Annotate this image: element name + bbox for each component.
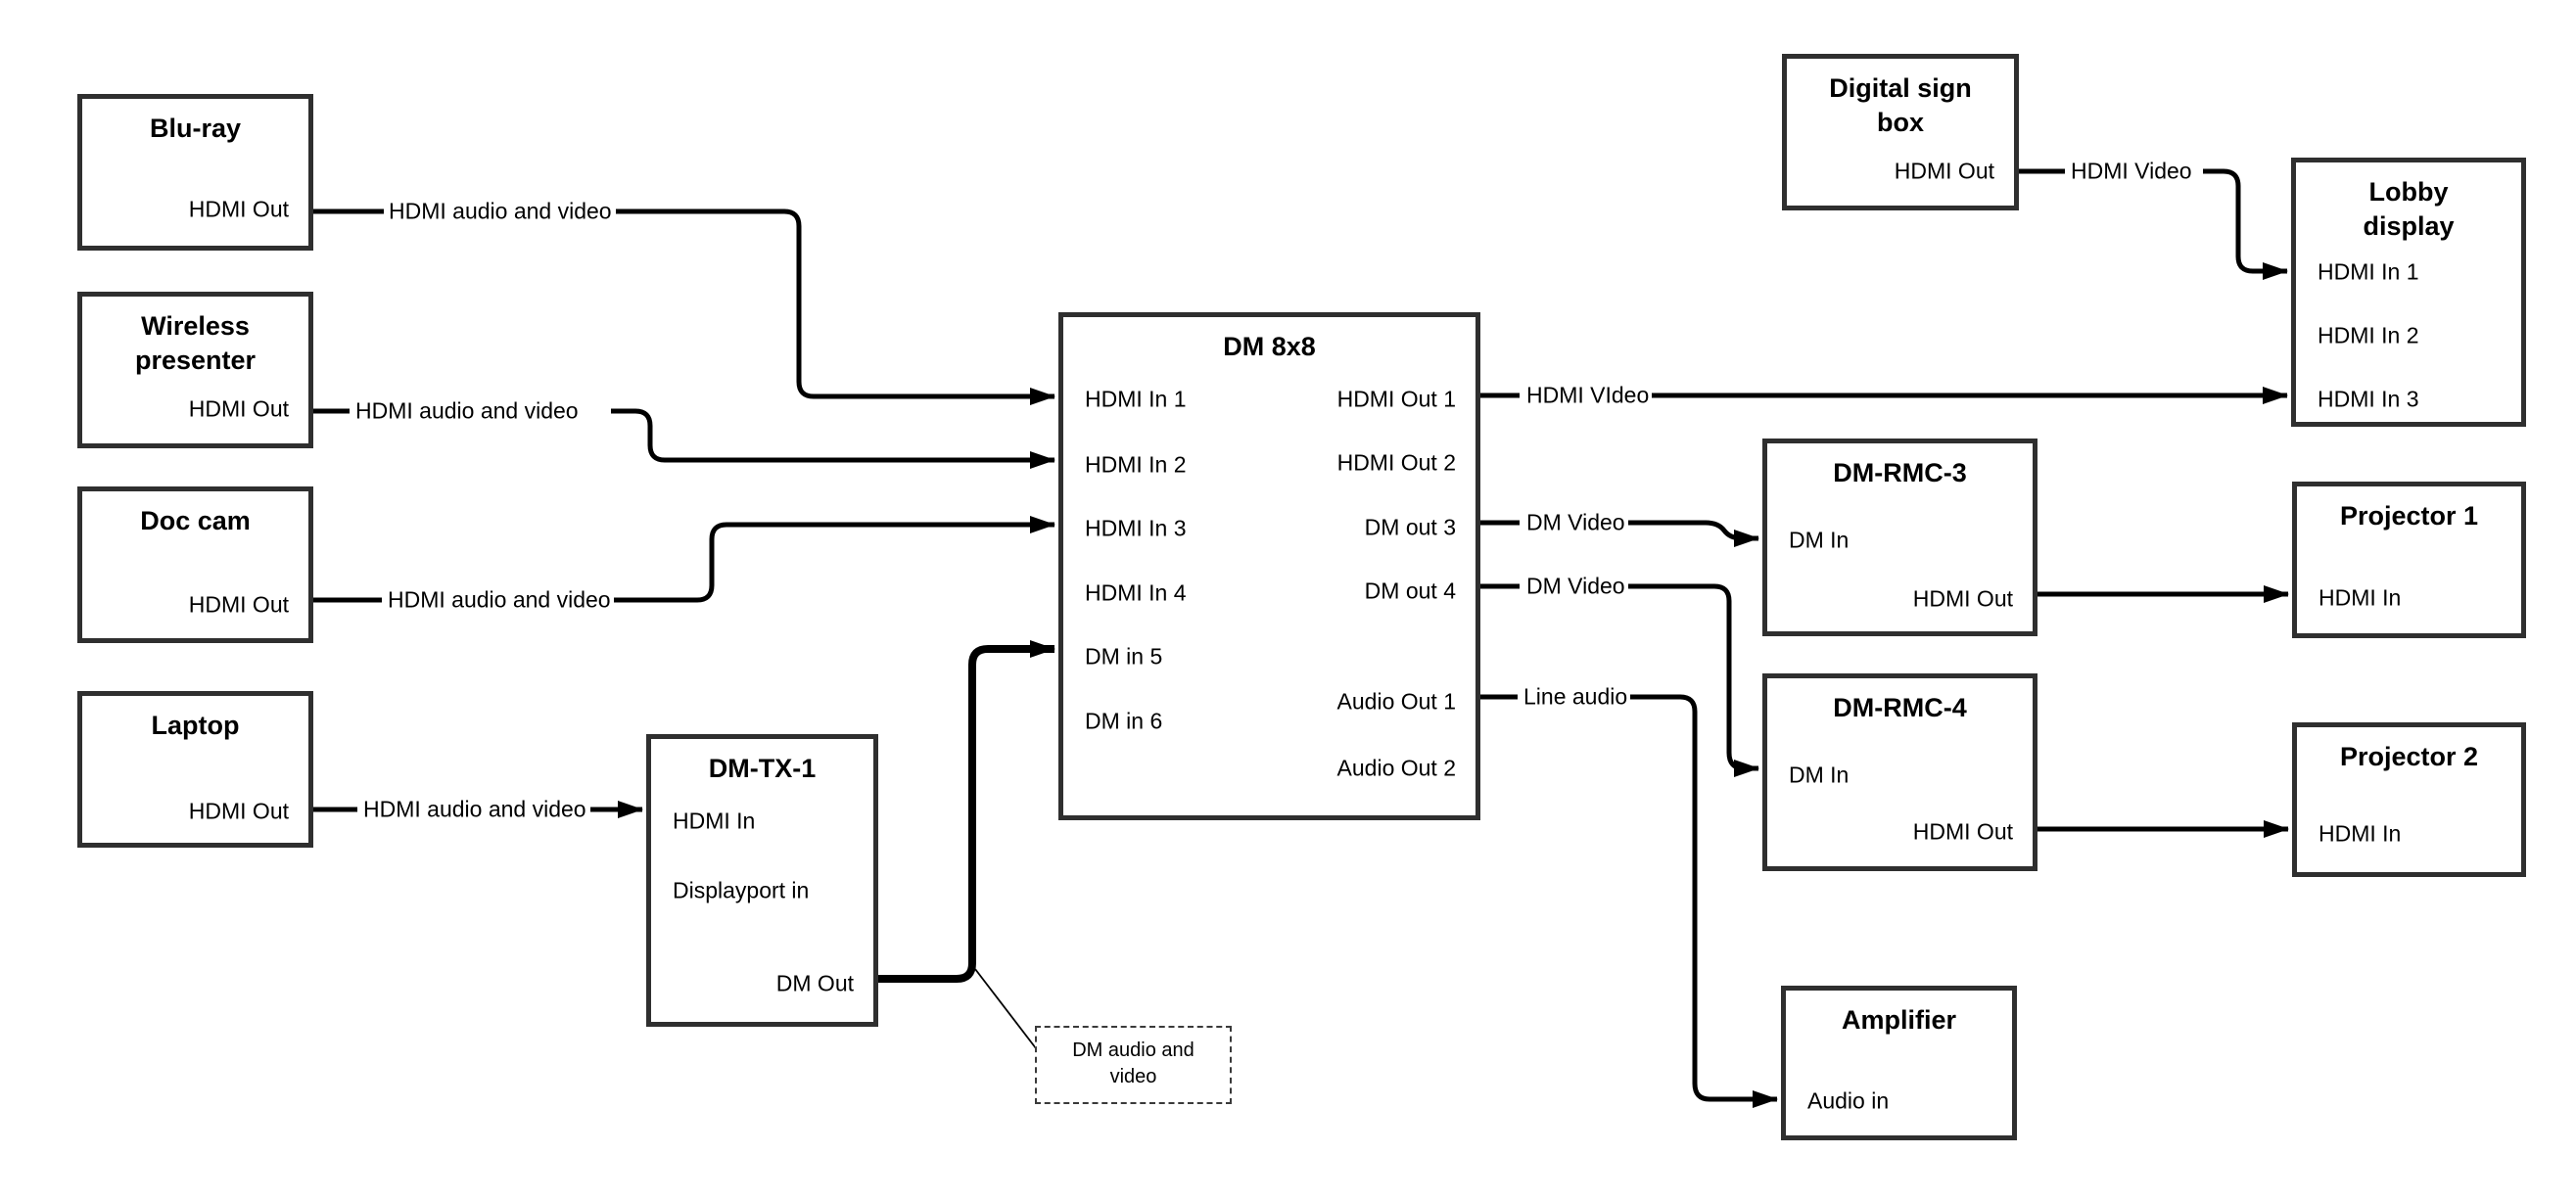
wire-dm8x8-to-dmrmc3 — [1625, 520, 1759, 547]
port-dm-in-6: DM in 6 — [1085, 708, 1163, 734]
wire-dm8x8-to-amplifier — [1624, 694, 1778, 1108]
wire-label-dm-video-out4: DM Video — [1523, 575, 1628, 598]
wire-digitalsign-to-lobby-in1 — [2203, 168, 2288, 280]
port-audio-out-1: Audio Out 1 — [1336, 688, 1456, 715]
port-dm-in: DM In — [1789, 527, 1850, 553]
port-dm-out-4: DM out 4 — [1364, 577, 1456, 604]
port-hdmi-in-2: HDMI In 2 — [2318, 322, 2419, 348]
port-hdmi-in-1: HDMI In 1 — [2318, 258, 2419, 285]
port-hdmi-in: HDMI In — [2318, 820, 2402, 847]
port-hdmi-out: HDMI Out — [1912, 818, 2013, 845]
node-title: Projector 1 — [2339, 501, 2479, 531]
annotation-dm-audio-video: DM audio and video — [1035, 1026, 1232, 1104]
node-dm-8x8: DM 8x8 HDMI In 1 HDMI In 2 HDMI In 3 HDM… — [1058, 312, 1480, 820]
node-title: DM-RMC-3 — [1833, 458, 1967, 487]
wire-label-hdmi-av-doccam: HDMI audio and video — [385, 588, 614, 612]
port-audio-out-2: Audio Out 2 — [1336, 755, 1456, 781]
port-audio-in: Audio in — [1807, 1087, 1890, 1114]
node-lobby-display: Lobby display HDMI In 1 HDMI In 2 HDMI I… — [2291, 158, 2526, 427]
port-displayport-in: Displayport in — [673, 877, 810, 903]
wire-dmtx1-to-dm8x8-in5 — [878, 640, 1055, 983]
port-dm-out-3: DM out 3 — [1364, 514, 1456, 540]
port-hdmi-out-2: HDMI Out 2 — [1336, 449, 1456, 476]
port-hdmi-out: HDMI Out — [1894, 158, 1994, 184]
port-hdmi-in-4: HDMI In 4 — [1085, 579, 1187, 606]
port-hdmi-out: HDMI Out — [188, 591, 289, 618]
node-title: DM-RMC-4 — [1833, 693, 1967, 722]
node-dm-rmc-4: DM-RMC-4 DM In HDMI Out — [1762, 673, 2037, 871]
wire-label-hdmi-video: HDMI Video — [2068, 160, 2195, 183]
wire-label-dm-video-out3: DM Video — [1523, 511, 1628, 534]
port-hdmi-in: HDMI In — [2318, 584, 2402, 611]
node-projector-2: Projector 2 HDMI In — [2292, 722, 2526, 877]
port-hdmi-out: HDMI Out — [188, 196, 289, 222]
node-title: Wireless presenter — [134, 311, 257, 375]
node-bluray: Blu-ray HDMI Out — [77, 94, 313, 251]
node-title: Laptop — [151, 711, 240, 740]
node-dm-tx-1: DM-TX-1 HDMI In Displayport in DM Out — [646, 734, 878, 1027]
wire-label-hdmi-av-wireless: HDMI audio and video — [352, 399, 582, 423]
node-projector-1: Projector 1 HDMI In — [2292, 482, 2526, 638]
wire-bluray-to-dm8x8-in1 — [616, 208, 1055, 405]
wire-label-hdmi-video-out1: HDMI VIdeo — [1523, 384, 1653, 407]
node-doc-cam: Doc cam HDMI Out — [77, 486, 313, 643]
port-hdmi-out: HDMI Out — [188, 395, 289, 422]
node-title: Digital sign box — [1829, 73, 1972, 137]
node-title: Projector 2 — [2339, 742, 2479, 771]
node-title: DM 8x8 — [1223, 332, 1316, 361]
node-title: Amplifier — [1841, 1005, 1957, 1035]
port-hdmi-out: HDMI Out — [188, 798, 289, 824]
port-dm-out: DM Out — [775, 970, 854, 996]
node-title: Blu-ray — [149, 114, 242, 143]
node-wireless-presenter: Wireless presenter HDMI Out — [77, 292, 313, 448]
node-title: Lobby display — [2363, 177, 2455, 241]
port-hdmi-out: HDMI Out — [1912, 585, 2013, 612]
wire-label-line-audio: Line audio — [1521, 685, 1631, 709]
node-title: DM-TX-1 — [708, 754, 817, 783]
port-dm-in: DM In — [1789, 762, 1850, 788]
node-amplifier: Amplifier Audio in — [1781, 986, 2017, 1140]
port-hdmi-in-1: HDMI In 1 — [1085, 386, 1187, 412]
wire-label-hdmi-av-bluray: HDMI audio and video — [386, 200, 615, 223]
annotation-callout-line — [974, 968, 1037, 1049]
node-laptop: Laptop HDMI Out — [77, 691, 313, 848]
wire-wireless-to-dm8x8-in2 — [611, 408, 1055, 469]
port-hdmi-in-3: HDMI In 3 — [2318, 386, 2419, 412]
port-hdmi-in: HDMI In — [673, 808, 756, 834]
port-hdmi-in-2: HDMI In 2 — [1085, 451, 1187, 478]
port-hdmi-in-3: HDMI In 3 — [1085, 515, 1187, 541]
wire-label-hdmi-av-laptop: HDMI audio and video — [360, 798, 589, 821]
port-dm-in-5: DM in 5 — [1085, 643, 1163, 670]
wire-dm8x8-to-dmrmc4 — [1625, 583, 1759, 777]
node-digital-sign-box: Digital sign box HDMI Out — [1782, 54, 2019, 210]
port-hdmi-out-1: HDMI Out 1 — [1336, 386, 1456, 412]
wire-doccam-to-dm8x8-in3 — [612, 516, 1055, 603]
node-dm-rmc-3: DM-RMC-3 DM In HDMI Out — [1762, 439, 2037, 636]
node-title: Doc cam — [140, 506, 251, 535]
